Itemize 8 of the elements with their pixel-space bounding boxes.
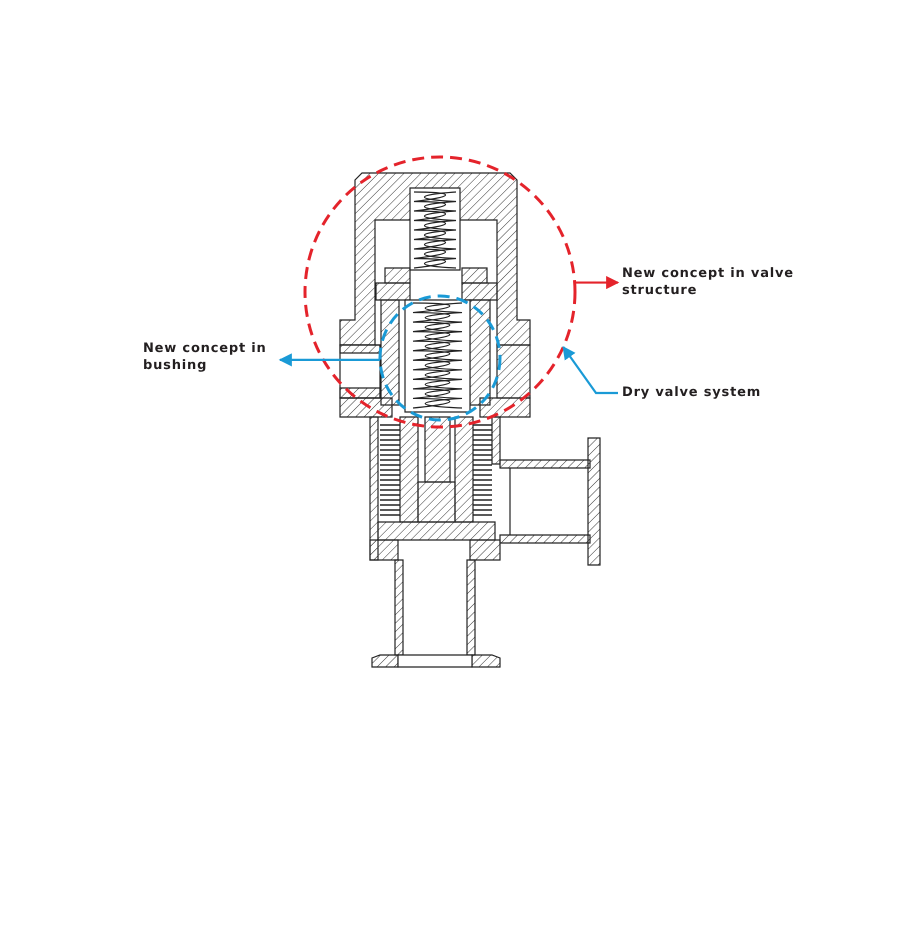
arrow [278, 353, 380, 366]
dashed-circle [303, 155, 577, 429]
callout-label: New concept in bushing [143, 340, 278, 374]
arrow [574, 276, 620, 290]
arrow [562, 346, 618, 394]
dashed-circle [378, 294, 502, 422]
callout-label: Dry valve system [622, 384, 792, 401]
callout-label: New concept in valve structure [622, 265, 812, 299]
